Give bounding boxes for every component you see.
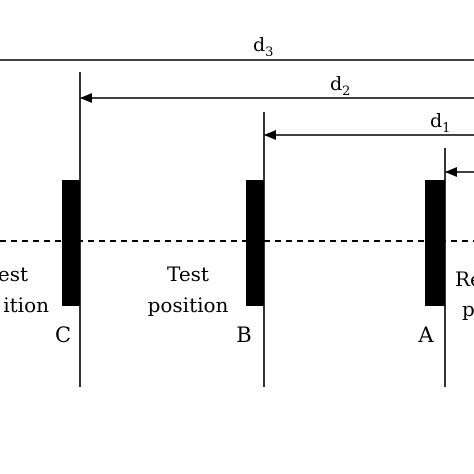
position-c-label-line2: ition bbox=[3, 293, 49, 317]
position-a-letter: A bbox=[417, 323, 434, 347]
distance-label-d1: d1 bbox=[430, 110, 450, 136]
position-b-label-line2: position bbox=[148, 293, 229, 317]
position-c-letter: C bbox=[55, 323, 71, 347]
plate-c bbox=[62, 180, 80, 306]
plate-a bbox=[425, 180, 445, 306]
position-b-label-line1: Test bbox=[167, 262, 209, 286]
position-b-letter: B bbox=[236, 323, 251, 347]
distance-label-d2: d2 bbox=[330, 73, 350, 99]
position-a-label-line2: p bbox=[462, 297, 474, 321]
position-c-label-line1: est bbox=[0, 262, 28, 286]
position-a-label-line1: Re bbox=[455, 267, 474, 291]
plate-b bbox=[246, 180, 264, 306]
distance-label-d3: d3 bbox=[253, 34, 273, 60]
